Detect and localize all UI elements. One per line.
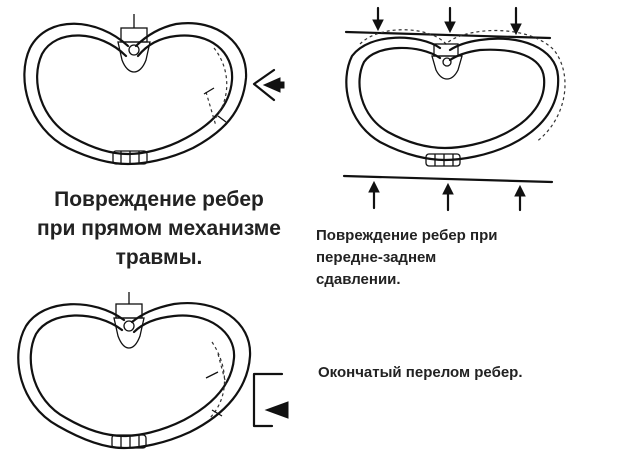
original-contour <box>359 29 566 143</box>
rib-cage-fenestrated-svg <box>17 292 289 450</box>
impact-bracket <box>252 68 276 102</box>
caption-direct-line2: при прямом механизме <box>37 217 281 240</box>
chest-wall-outer <box>23 22 248 166</box>
chest-wall-inner <box>36 34 234 156</box>
caption-ap-compression: Повреждение ребер при передне-заднем сда… <box>316 225 616 291</box>
sternum <box>425 153 461 167</box>
top-arrows-icon <box>372 6 522 36</box>
rib-cage-ap-svg <box>342 6 566 212</box>
rib-cage-direct-svg <box>23 14 285 166</box>
caption-direct-line3: травмы. <box>115 246 203 269</box>
bottom-arrows-icon <box>368 180 526 212</box>
vertebra-icon <box>117 14 151 73</box>
impact-bracket <box>252 372 284 428</box>
rib-cage-ap-compression-diagram <box>340 4 580 212</box>
chest-wall-inner <box>29 314 236 438</box>
caption-direct-mechanism: Повреждение ребер при прямом механизме т… <box>0 185 318 272</box>
caption-ap-line1: Повреждение ребер при <box>316 227 498 244</box>
vertebra-icon <box>431 43 463 80</box>
caption-ap-line2: передне-заднем <box>316 249 437 266</box>
bottom-press-plate <box>342 174 554 184</box>
impact-arrow-icon <box>264 401 289 419</box>
caption-fenestrated-fracture: Окончатый перелом ребер. <box>318 364 523 381</box>
rib-cage-direct-trauma-diagram <box>18 8 288 183</box>
top-press-plate <box>344 30 552 40</box>
fracture-fragment <box>209 341 227 419</box>
sternum <box>111 434 147 449</box>
vertebra-icon <box>113 292 145 349</box>
caption-direct-line1: Повреждение ребер <box>54 188 264 211</box>
fracture-displacement <box>205 47 228 127</box>
chest-wall-inner <box>358 46 546 150</box>
rib-cage-fenestrated-fracture-diagram <box>4 292 294 462</box>
caption-ap-line3: сдавлении. <box>316 271 401 288</box>
chest-wall-outer <box>345 36 560 162</box>
